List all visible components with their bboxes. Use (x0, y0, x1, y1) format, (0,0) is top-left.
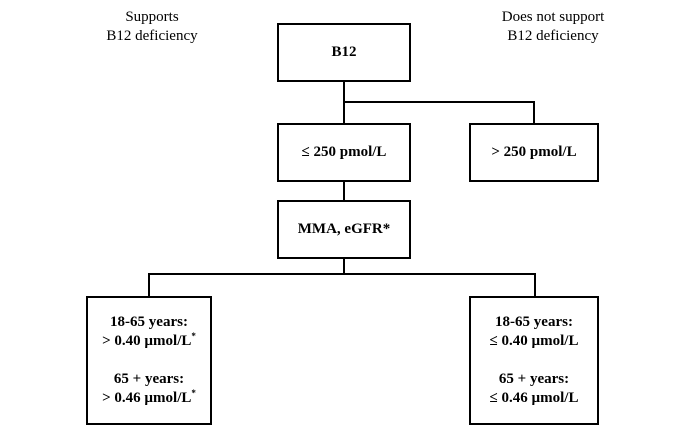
left-threshold-2-mark: * (191, 388, 196, 398)
header-supports-line2: B12 deficiency (106, 28, 198, 44)
box-le-250: ≤ 250 pmol/L (277, 123, 411, 182)
header-does-not-support: Does not support B12 deficiency (463, 8, 643, 46)
box-supports-thresholds: 18-65 years: > 0.40 µmol/L* 65 + years: … (86, 296, 212, 425)
box-gt-250-label: > 250 pmol/L (491, 144, 577, 160)
left-threshold-1: > 0.40 µmol/L* (102, 331, 196, 350)
right-age-group-1: 18-65 years: (495, 314, 573, 330)
left-threshold-2: > 0.46 µmol/L* (102, 388, 196, 407)
header-supports-line1: Supports (125, 9, 179, 25)
right-threshold-2: ≤ 0.46 µmol/L (489, 390, 579, 406)
box-gt-250: > 250 pmol/L (469, 123, 599, 182)
box-mma-egfr-label: MMA, eGFR* (297, 221, 391, 237)
box-mma-egfr: MMA, eGFR* (277, 200, 411, 259)
left-threshold-1-mark: * (191, 331, 196, 341)
box-b12-label: B12 (331, 44, 357, 60)
left-age-group-2: 65 + years: (113, 371, 185, 387)
box-does-not-support-thresholds: 18-65 years: ≤ 0.40 µmol/L 65 + years: ≤… (469, 296, 599, 425)
header-supports: Supports B12 deficiency (72, 8, 232, 46)
right-threshold-1: ≤ 0.40 µmol/L (489, 333, 579, 349)
box-le-250-label: ≤ 250 pmol/L (301, 144, 387, 160)
header-does-not-support-line2: B12 deficiency (507, 28, 599, 44)
box-b12: B12 (277, 23, 411, 82)
left-age-group-1: 18-65 years: (110, 314, 188, 330)
right-age-group-2: 65 + years: (498, 371, 570, 387)
header-does-not-support-line1: Does not support (501, 9, 605, 25)
